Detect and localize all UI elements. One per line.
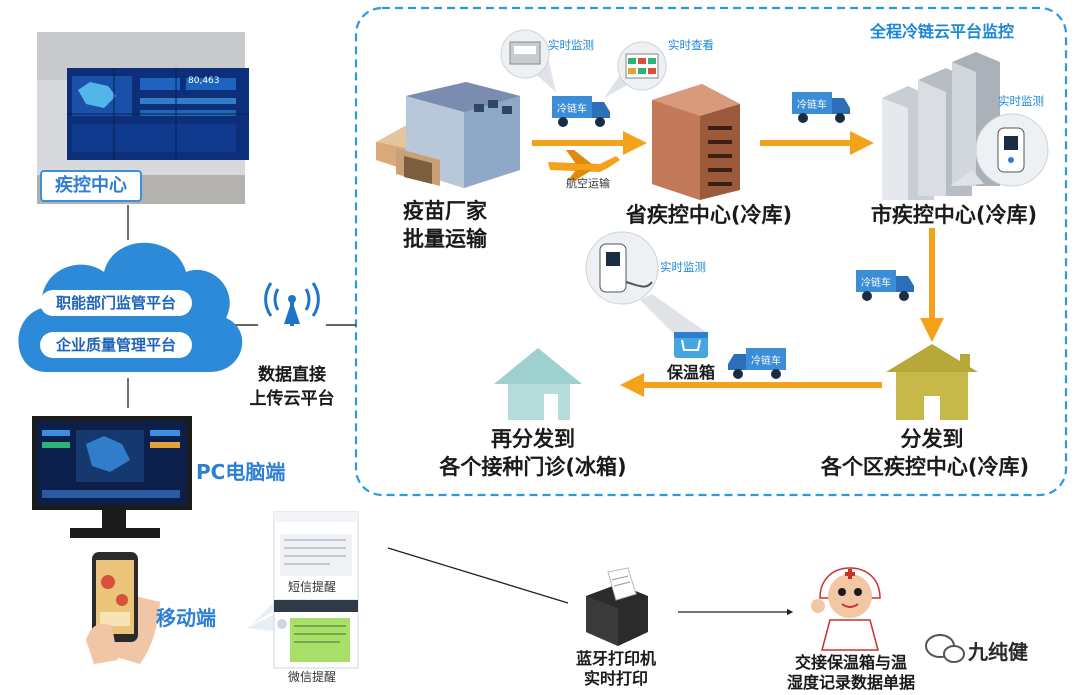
upload-line-2: 上传云平台 <box>249 389 335 409</box>
municipal-label: 市疾控中心(冷库) <box>870 203 1038 227</box>
cdc-center-label: 疾控中心 <box>40 170 142 202</box>
truck-label-2: 冷链车 <box>797 100 827 111</box>
doctor-mascot-icon <box>811 567 881 651</box>
clinic-line-1: 再分发到 <box>491 427 575 451</box>
truck-icon-1 <box>552 96 610 127</box>
clinic-house-icon <box>494 348 582 420</box>
wechat-bubble <box>246 599 359 669</box>
platform-quality: 企业质量管理平台 <box>40 332 192 358</box>
truck-icon-3 <box>856 270 914 301</box>
provincial-label: 省疾控中心(冷库) <box>625 203 793 227</box>
vaccine-factory-icon <box>376 82 520 188</box>
air-transport-label: 航空运输 <box>566 177 610 190</box>
truck-icon-2 <box>792 92 850 123</box>
truck-label-1: 冷链车 <box>557 104 587 115</box>
mobile-label: 移动端 <box>156 606 216 630</box>
doctor-line-1: 交接保温箱与温 <box>794 653 907 672</box>
pc-monitor-icon <box>32 416 192 538</box>
airplane-icon <box>548 150 620 180</box>
doctor-line-2: 湿度记录数据单据 <box>786 673 915 692</box>
realtime-view-callout <box>604 41 667 98</box>
monitor-device-callout-2 <box>950 113 1049 187</box>
cloud-monitor-frame <box>354 6 1068 497</box>
link-mobile-printer <box>387 547 569 604</box>
district-line-1: 分发到 <box>900 427 964 451</box>
district-line-2: 各个区疾控中心(冷库) <box>820 455 1030 479</box>
upload-line-1: 数据直接 <box>258 365 326 385</box>
provincial-cdc-building-icon <box>652 84 740 200</box>
truck-label-4: 冷链车 <box>751 356 781 367</box>
insulated-box-label: 保温箱 <box>666 363 715 382</box>
cloud-monitor-title: 全程冷链云平台监控 <box>870 22 1015 41</box>
bluetooth-printer-icon <box>586 567 648 646</box>
mobile-phone-icon <box>86 552 160 664</box>
platform-supervision: 职能部门监管平台 <box>40 290 192 316</box>
screen-value: 80,463 <box>188 76 220 86</box>
monitor-label-1: 实时监测 <box>548 38 594 52</box>
printer-line-1: 蓝牙打印机 <box>575 649 656 668</box>
sms-bubble <box>252 511 359 624</box>
printer-line-2: 实时打印 <box>583 669 648 688</box>
realtime-view-label: 实时查看 <box>668 38 714 52</box>
monitor-label-2: 实时监测 <box>998 94 1044 108</box>
truck-icon-4 <box>728 348 786 379</box>
brand-name: 九纯健 <box>968 640 1028 664</box>
truck-label-3: 冷链车 <box>861 278 891 289</box>
antenna-icon <box>264 282 320 326</box>
monitor-label-3: 实时监测 <box>660 260 706 274</box>
municipal-cdc-building-icon <box>882 52 1000 200</box>
pc-label: PC电脑端 <box>196 460 286 484</box>
clinic-line-2: 各个接种门诊(冰箱) <box>439 455 627 479</box>
wechat-label: 微信提醒 <box>288 670 337 684</box>
factory-line-2: 批量运输 <box>403 227 487 251</box>
brand-logo-icon <box>925 634 965 663</box>
sms-label: 短信提醒 <box>288 580 337 594</box>
insulated-box-icon <box>674 332 708 358</box>
district-cdc-house-icon <box>886 344 978 420</box>
monitor-device-callout-3 <box>585 231 706 340</box>
monitor-device-callout-1 <box>500 29 556 92</box>
factory-line-1: 疫苗厂家 <box>403 199 487 223</box>
